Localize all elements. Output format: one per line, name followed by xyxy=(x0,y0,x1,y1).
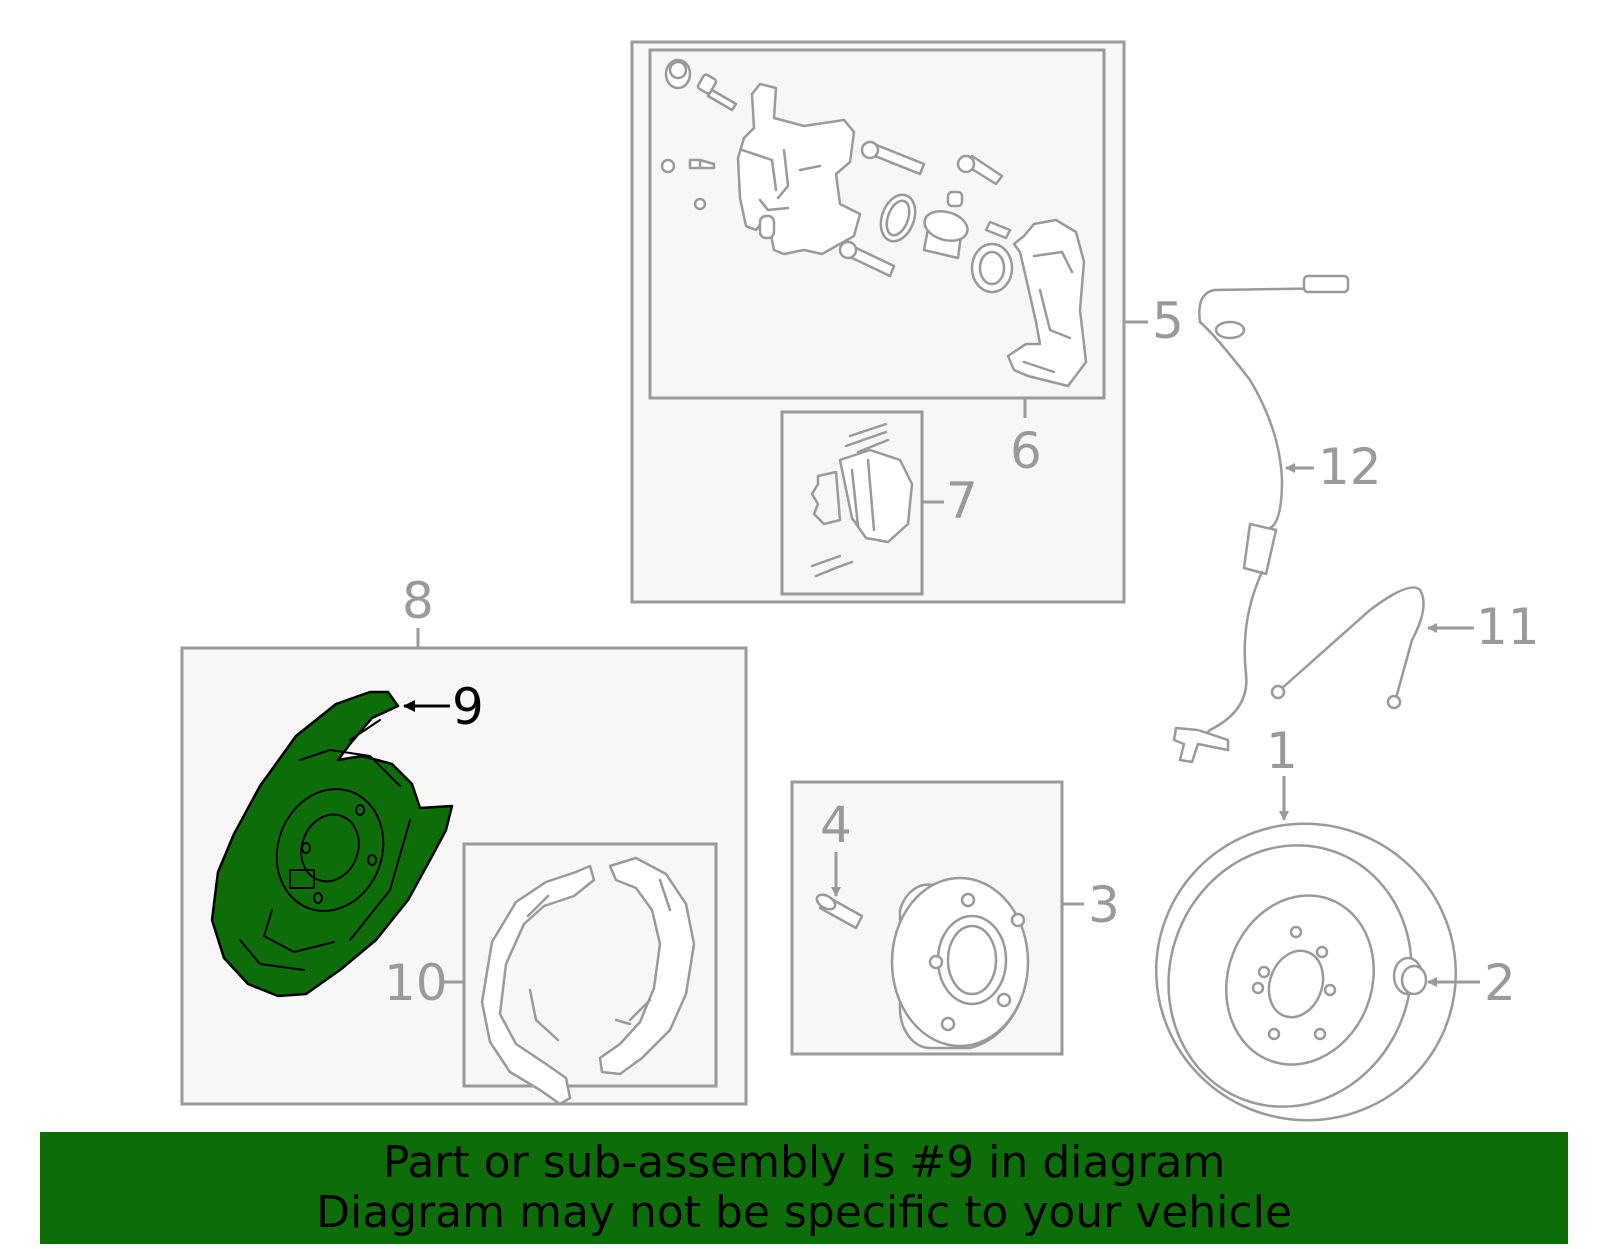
callout-10[interactable]: 10 xyxy=(384,954,448,1012)
callout-leaders xyxy=(403,320,1480,987)
callout-6[interactable]: 6 xyxy=(1010,422,1042,480)
callout-4[interactable]: 4 xyxy=(820,796,852,854)
banner-line-part: Part or sub-assembly is #9 in diagram xyxy=(382,1137,1226,1188)
parking-brake-group xyxy=(180,646,748,1106)
hub-group xyxy=(790,780,1064,1056)
caliper-housing-box xyxy=(648,48,1106,400)
banner-line-disclaimer: Diagram may not be specific to your vehi… xyxy=(316,1187,1292,1238)
piston-boot-part[interactable] xyxy=(970,242,1014,294)
piston-part[interactable] xyxy=(921,206,971,260)
caliper-bracket-part[interactable] xyxy=(1006,218,1088,388)
wheel-speed-sensor-part[interactable] xyxy=(1172,274,1350,764)
guide-pin-upper-part[interactable] xyxy=(860,140,926,176)
part-info-banner: Part or sub-assembly is #9 in diagram Di… xyxy=(40,1132,1568,1244)
brake-pads-part[interactable] xyxy=(810,422,914,578)
wheel-hub-part[interactable] xyxy=(890,876,1030,1050)
rotor-screw-part[interactable] xyxy=(1392,956,1428,996)
caliper-assembly-group xyxy=(630,40,1126,604)
brake-rotor-part[interactable] xyxy=(1114,782,1497,1163)
wheel-stud-part[interactable] xyxy=(814,892,864,930)
callout-11[interactable]: 11 xyxy=(1476,598,1540,656)
callout-labels: 5 6 7 12 8 11 9 1 4 3 10 2 xyxy=(384,292,1540,1012)
callout-1[interactable]: 1 xyxy=(1266,722,1298,780)
bleeder-bolt-part[interactable] xyxy=(696,73,738,112)
brake-shoes-part[interactable] xyxy=(480,856,696,1106)
small-bolt-part[interactable] xyxy=(660,158,716,211)
backing-plate-part[interactable] xyxy=(210,690,454,998)
bleeder-cap-part[interactable] xyxy=(664,58,692,90)
callout-9[interactable]: 9 xyxy=(452,678,484,736)
callout-8[interactable]: 8 xyxy=(402,572,434,630)
brake-hose-part[interactable] xyxy=(1270,586,1425,710)
caliper-body-part[interactable] xyxy=(736,82,862,256)
callout-5[interactable]: 5 xyxy=(1152,292,1184,350)
callout-7[interactable]: 7 xyxy=(946,472,978,530)
guide-pin-lower-part[interactable] xyxy=(838,240,896,278)
callout-12[interactable]: 12 xyxy=(1318,438,1382,496)
callout-3[interactable]: 3 xyxy=(1088,876,1120,934)
callout-2[interactable]: 2 xyxy=(1484,954,1516,1012)
mounting-bolt-part[interactable] xyxy=(946,154,1012,240)
piston-seal-part[interactable] xyxy=(875,190,921,246)
